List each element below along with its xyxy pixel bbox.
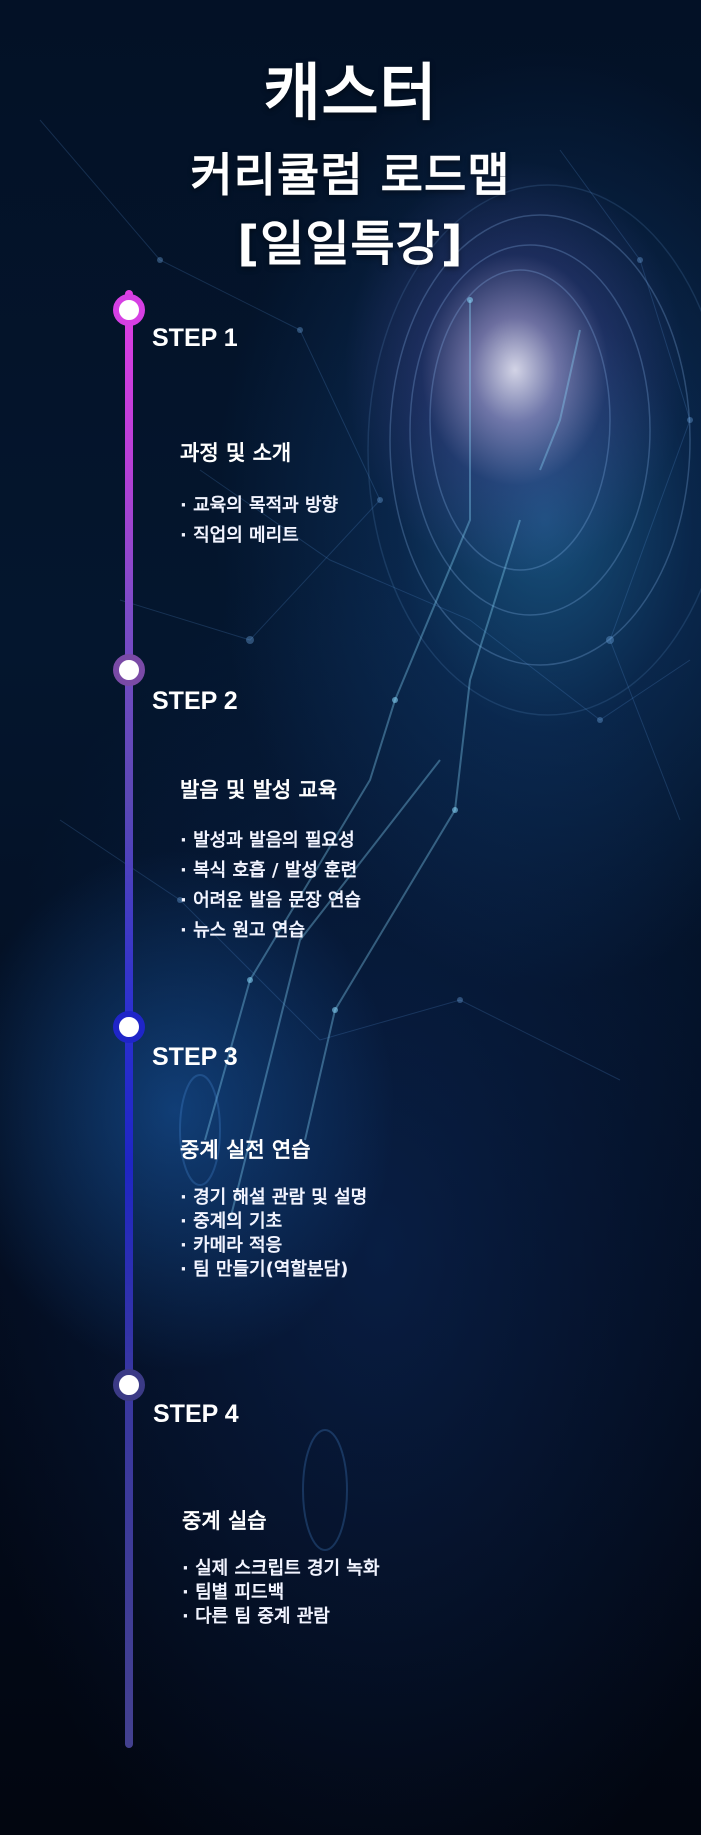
list-item: 카메라 적응 xyxy=(180,1234,367,1258)
page-title: 캐스터 xyxy=(263,56,438,129)
step-1-list: 교육의 목적과 방향 직업의 메리트 xyxy=(180,491,338,551)
step-1-node xyxy=(113,294,145,326)
step-4-label: STEP 4 xyxy=(153,1400,239,1428)
step-1-title: 과정 및 소개 xyxy=(180,441,292,465)
list-item: 직업의 메리트 xyxy=(180,521,338,551)
step-2-label: STEP 2 xyxy=(152,687,238,715)
list-item: 다른 팀 중계 관람 xyxy=(182,1605,380,1629)
list-item: 교육의 목적과 방향 xyxy=(180,491,338,521)
step-3-label: STEP 3 xyxy=(152,1043,238,1071)
step-2-title: 발음 및 발성 교육 xyxy=(180,778,338,802)
step-3-list: 경기 해설 관람 및 설명 중계의 기초 카메라 적응 팀 만들기(역할분담) xyxy=(180,1186,367,1282)
list-item: 팀별 피드백 xyxy=(182,1581,380,1605)
list-item: 발성과 발음의 필요성 xyxy=(180,826,361,856)
step-1-label: STEP 1 xyxy=(152,324,238,352)
list-item: 복식 호흡 / 발성 훈련 xyxy=(180,856,361,886)
list-item: 중계의 기초 xyxy=(180,1210,367,1234)
step-4-title: 중계 실습 xyxy=(182,1509,267,1533)
step-2-list: 발성과 발음의 필요성 복식 호흡 / 발성 훈련 어려운 발음 문장 연습 뉴… xyxy=(180,826,361,946)
list-item: 어려운 발음 문장 연습 xyxy=(180,886,361,916)
list-item: 팀 만들기(역할분담) xyxy=(180,1258,367,1282)
list-item: 경기 해설 관람 및 설명 xyxy=(180,1186,367,1210)
step-2-node xyxy=(113,654,145,686)
list-item: 실제 스크립트 경기 녹화 xyxy=(182,1557,379,1581)
step-4-list: 실제 스크립트 경기 녹화 팀별 피드백 다른 팀 중계 관람 xyxy=(182,1557,380,1629)
page-subtitle: 커리큘럼 로드맵 xyxy=(190,148,511,202)
step-3-title: 중계 실전 연습 xyxy=(180,1138,311,1162)
step-3-node xyxy=(113,1011,145,1043)
list-item: 뉴스 원고 연습 xyxy=(180,916,361,946)
page-tag: [일일특강] xyxy=(237,216,464,272)
step-4-node xyxy=(113,1369,145,1401)
